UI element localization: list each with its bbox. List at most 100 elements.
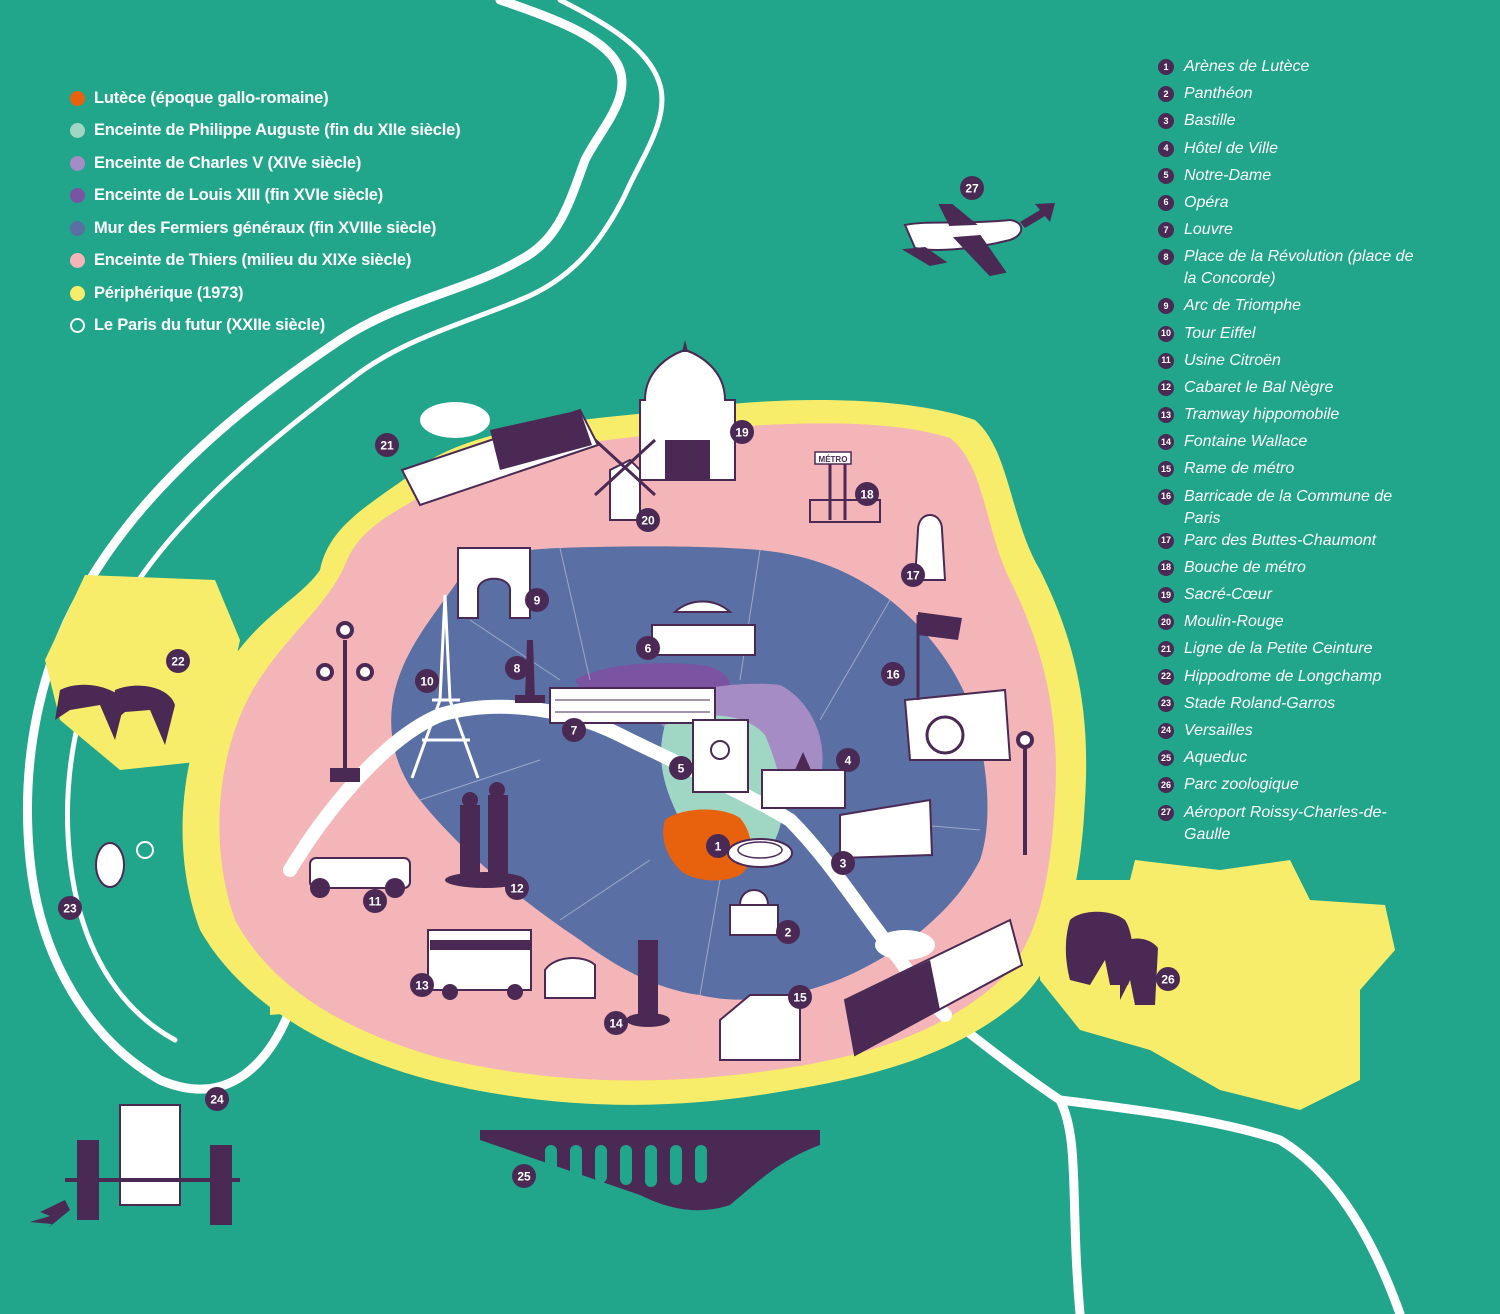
map-marker: 10 xyxy=(415,669,439,693)
map-marker: 15 xyxy=(788,985,812,1009)
louvre-illustration xyxy=(549,687,716,724)
index-number-badge: 14 xyxy=(1158,434,1174,451)
index-number-badge: 23 xyxy=(1158,695,1174,712)
street-lamp-illustration xyxy=(316,621,1034,855)
legend-label: Enceinte de Philippe Auguste (fin du XII… xyxy=(94,121,461,140)
marker-number: 19 xyxy=(735,426,749,440)
legend-item: Lutèce (époque gallo-romaine) xyxy=(70,82,460,115)
marker-number: 4 xyxy=(845,754,852,768)
marker-circle xyxy=(855,482,879,506)
map-marker: 2 xyxy=(776,920,800,944)
marker-circle xyxy=(410,973,434,997)
index-number-badge: 20 xyxy=(1158,614,1174,631)
marker-number: 1 xyxy=(715,840,722,854)
legend-item: Enceinte de Charles V (XIVe siècle) xyxy=(70,147,460,180)
index-label: Parc zoologique xyxy=(1184,776,1299,794)
marker-circle xyxy=(881,662,905,686)
legend-item: Périphérique (1973) xyxy=(70,277,460,310)
marker-number: 8 xyxy=(514,662,521,676)
map-marker: 3 xyxy=(831,851,855,875)
index-label: Bastille xyxy=(1184,112,1236,130)
legend-label: Lutèce (époque gallo-romaine) xyxy=(94,88,329,107)
district-lines xyxy=(419,547,981,996)
legend-swatch xyxy=(70,285,85,301)
index-label: Panthéon xyxy=(1184,85,1253,103)
marker-circle xyxy=(706,834,730,858)
index-number-badge: 11 xyxy=(1158,352,1174,369)
marker-circle xyxy=(415,669,439,693)
buttes-chaumont-illustration xyxy=(913,514,947,581)
map-marker: 1 xyxy=(706,834,730,858)
map-marker: 12 xyxy=(505,876,529,900)
marker-circle xyxy=(604,1011,628,1035)
legend-item: Le Paris du futur (XXIIe siècle) xyxy=(70,310,460,343)
elephants-illustration xyxy=(1065,911,1158,1005)
marker-circle xyxy=(58,896,82,920)
cabaret-illustration xyxy=(445,782,525,888)
marker-circle xyxy=(505,876,529,900)
legend-item: Enceinte de Philippe Auguste (fin du XII… xyxy=(70,115,461,148)
index-number-badge: 10 xyxy=(1158,325,1174,342)
marker-circle xyxy=(166,649,190,673)
map-marker: 21 xyxy=(375,433,399,457)
index-label: Tramway hippomobile xyxy=(1184,406,1340,424)
map-marker: 5 xyxy=(669,756,693,780)
map-marker: 24 xyxy=(205,1087,229,1111)
marker-number: 5 xyxy=(678,762,685,776)
map-marker: 26 xyxy=(1156,967,1180,991)
index-label: Hippodrome de Longchamp xyxy=(1184,667,1382,685)
index-number-badge: 6 xyxy=(1158,194,1174,211)
index-label: Cabaret le Bal Nègre xyxy=(1184,378,1334,396)
index-label: Rame de métro xyxy=(1184,460,1295,478)
index-number-badge: 8 xyxy=(1158,249,1174,266)
marker-circle xyxy=(901,563,925,587)
index-label: Barricade de la Commune de Paris xyxy=(1184,487,1393,527)
marker-circle xyxy=(375,433,399,457)
period-legend: Lutèce (époque gallo-romaine) Enceinte d… xyxy=(70,82,461,343)
index-label: Aqueduc xyxy=(1184,749,1248,767)
index-number-badge: 5 xyxy=(1158,167,1174,184)
index-number-badge: 1 xyxy=(1158,59,1174,75)
arrow-left-icon xyxy=(30,1200,70,1228)
index-label: Arc de Triomphe xyxy=(1184,297,1302,315)
legend-label: Enceinte de Thiers (milieu du XIXe siècl… xyxy=(94,251,412,270)
legend-swatch xyxy=(70,90,85,106)
index-label: Notre-Dame xyxy=(1184,166,1272,184)
legend-item: Mur des Fermiers généraux (fin XVIIIe si… xyxy=(70,212,460,245)
legend-item: Enceinte de Thiers (milieu du XIXe siècl… xyxy=(70,245,460,278)
marker-number: 12 xyxy=(510,882,524,896)
index-number-badge: 17 xyxy=(1158,532,1174,549)
steam-train-north-illustration xyxy=(400,402,600,507)
index-number-badge: 26 xyxy=(1158,777,1174,794)
index-item: 5 Notre-Dame xyxy=(1158,165,1478,192)
map-marker: 7 xyxy=(562,718,586,742)
arc-de-triomphe-illustration xyxy=(457,547,531,619)
aqueduc-illustration xyxy=(480,1130,820,1211)
marker-number: 27 xyxy=(965,182,979,196)
arenes-illustration xyxy=(727,838,793,868)
metro-car-illustration xyxy=(719,994,801,1061)
marker-circle xyxy=(205,1087,229,1111)
marker-number: 17 xyxy=(906,569,920,583)
map-marker: 6 xyxy=(636,636,660,660)
marker-number: 26 xyxy=(1161,973,1175,987)
marker-number: 3 xyxy=(840,857,847,871)
index-item: 11 Usine Citroën xyxy=(1158,350,1478,377)
index-label: Usine Citroën xyxy=(1184,351,1281,369)
